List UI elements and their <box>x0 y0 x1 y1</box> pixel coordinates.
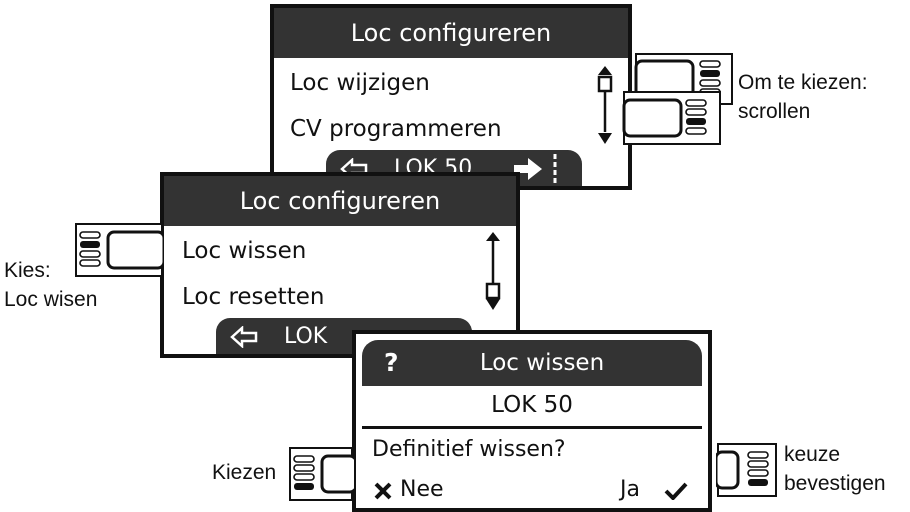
yes-button-label: Ja <box>620 477 640 502</box>
label-confirm-line1: keuze <box>784 443 841 466</box>
label-kies-line1: Kies: <box>4 259 51 282</box>
check-icon <box>664 482 688 500</box>
screen2-item-loc-resetten[interactable]: Loc resetten <box>182 284 325 310</box>
label-scroll-line1: Om te kiezen: <box>738 71 868 94</box>
dialog-loc-wissen: ? Loc wissen LOK 50 Definitief wissen? N… <box>352 330 712 512</box>
screen2-footer-text: LOK <box>284 324 328 349</box>
screen2-title: Loc configureren <box>239 187 441 215</box>
dialog-titlebar: ? Loc wissen <box>362 340 702 386</box>
screen-loc-configureren-1: Loc configureren Loc wijzigen CV program… <box>270 4 632 190</box>
no-button-label: Nee <box>400 477 444 502</box>
question-icon: ? <box>384 348 399 377</box>
screen-loc-configureren-2: Loc configureren Loc wissen Loc resetten… <box>160 172 520 358</box>
label-kiezen: Kiezen <box>212 461 277 484</box>
screen1-titlebar: Loc configureren <box>274 8 628 58</box>
encoder-button-icon[interactable] <box>716 442 778 498</box>
dialog-question: Definitief wissen? <box>372 437 566 462</box>
cross-icon <box>374 482 392 500</box>
screen1-item-loc-wijzigen[interactable]: Loc wijzigen <box>290 70 430 96</box>
encoder-button-icon[interactable] <box>288 446 354 502</box>
screen2-item-loc-wissen[interactable]: Loc wissen <box>182 238 307 264</box>
left-arrow-icon <box>230 326 258 348</box>
dialog-loco-name: LOK 50 <box>491 392 573 418</box>
scroll-arrows-icon <box>482 232 504 317</box>
label-scroll-line2: scrollen <box>738 100 811 123</box>
scroll-arrows-icon <box>594 66 616 151</box>
screen1-item-cv-programmeren[interactable]: CV programmeren <box>290 116 502 142</box>
label-kies-line2: Loc wisen <box>4 288 98 311</box>
yes-button[interactable]: Ja <box>620 474 692 506</box>
encoder-button-icon[interactable] <box>74 222 164 278</box>
encoder-button-icon[interactable] <box>622 90 722 146</box>
dialog-title: Loc wissen <box>479 350 605 376</box>
dialog-divider <box>362 426 702 429</box>
screen1-title: Loc configureren <box>350 19 552 47</box>
screen2-titlebar: Loc configureren <box>164 176 516 226</box>
dotted-divider <box>553 154 557 186</box>
right-arrow-icon <box>514 158 542 180</box>
label-confirm-line2: bevestigen <box>784 472 886 495</box>
